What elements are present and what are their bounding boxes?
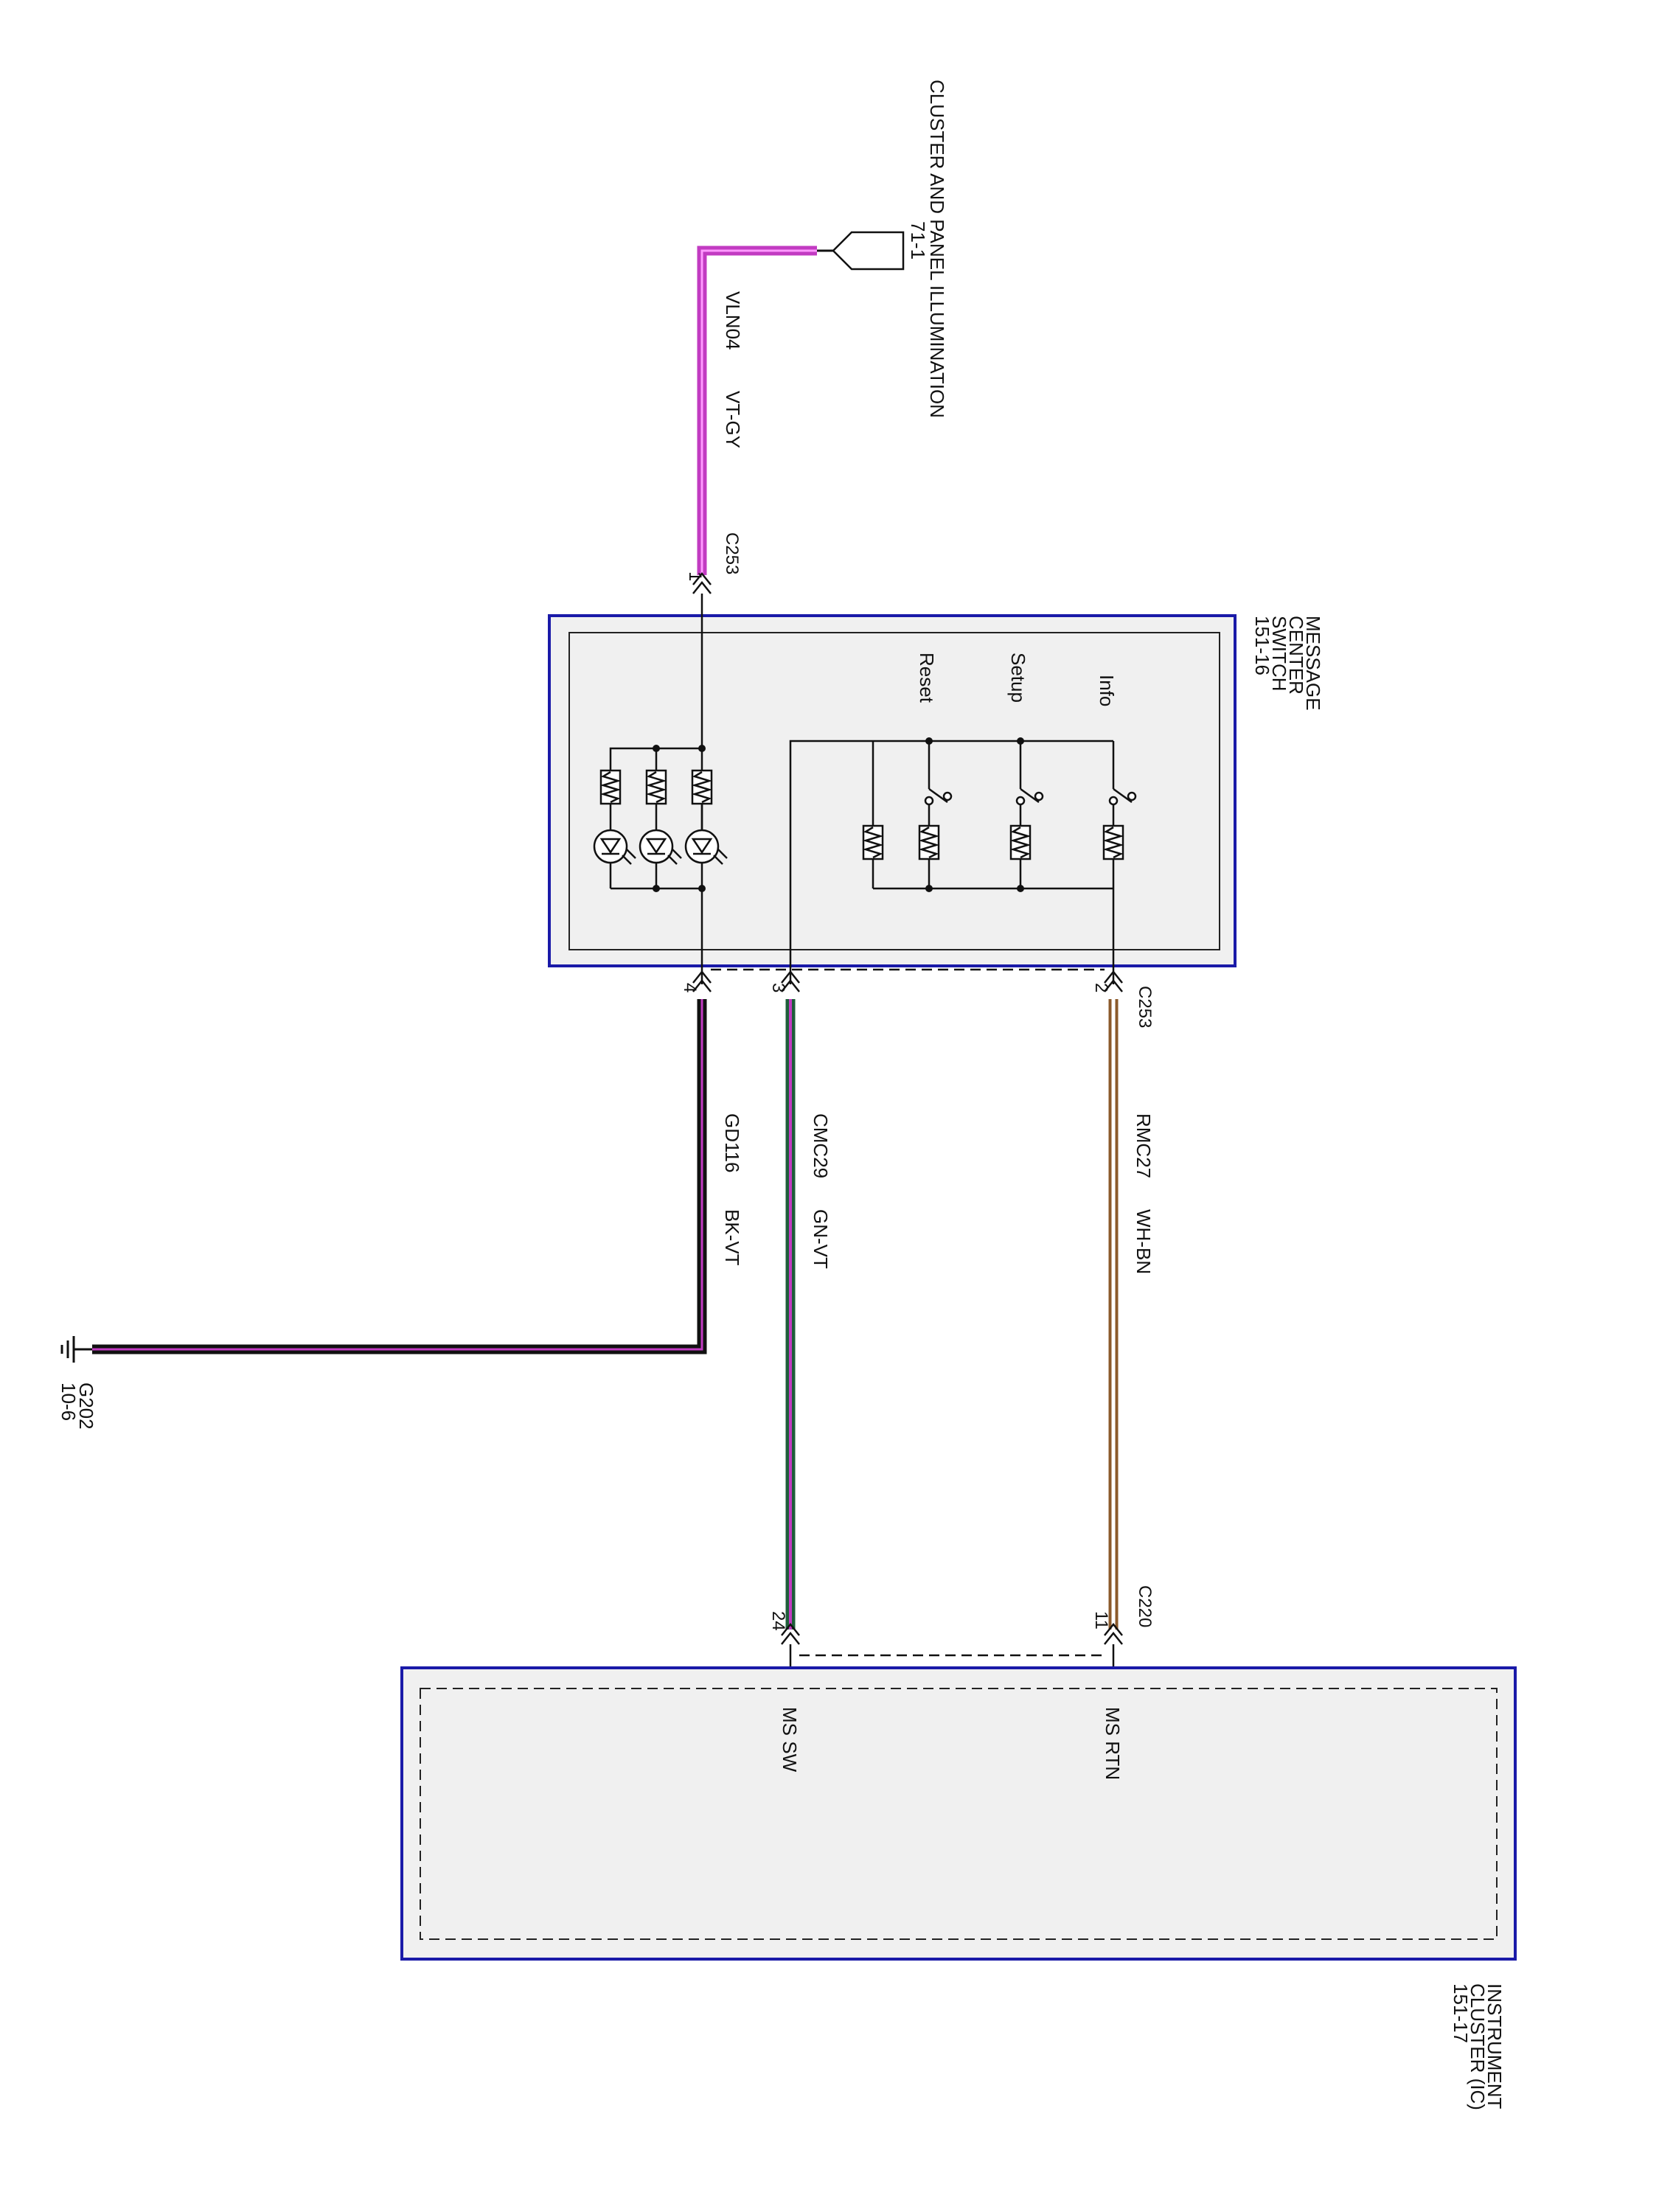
source-name: CLUSTER AND PANEL ILLUMINATION bbox=[926, 80, 948, 418]
wire-gd116-pin: 4 bbox=[680, 983, 700, 992]
ground-ref: 10-6 bbox=[58, 1382, 80, 1421]
ic-pin-24: 24 bbox=[768, 1611, 788, 1631]
source-ref: 71-1 bbox=[907, 221, 929, 260]
switch-name-line-1: MESSAGE bbox=[1302, 616, 1324, 711]
switch-label-info: Info bbox=[1096, 675, 1118, 706]
switch-contacts bbox=[924, 791, 1137, 806]
wire-rmc27-pin: 2 bbox=[1091, 983, 1111, 992]
connector-c253-pin1-symbol bbox=[692, 571, 712, 594]
connector-c253-bottom bbox=[692, 968, 1123, 992]
wire-vln04-color-code: VT-GY bbox=[722, 391, 744, 448]
switch-name-line-2: CENTER bbox=[1285, 616, 1307, 695]
switch-circuit bbox=[789, 740, 1133, 984]
connector-c220-label: C220 bbox=[1135, 1585, 1155, 1627]
wire-vln04-connector: C253 bbox=[722, 532, 742, 574]
wire-vln04-circuit: VLN04 bbox=[722, 291, 744, 350]
connector-c253-label: C253 bbox=[1135, 986, 1155, 1028]
switch-resistors bbox=[862, 824, 1124, 860]
wire-gd116-color-code: BK-VT bbox=[721, 1209, 743, 1266]
wire-vln04-pin: 1 bbox=[685, 571, 705, 581]
ic-pin-11: 11 bbox=[1091, 1611, 1111, 1630]
wire-rmc27-color-code: WH-BN bbox=[1133, 1209, 1155, 1274]
switch-name-line-3: SWITCH bbox=[1268, 616, 1290, 692]
ground-name: G202 bbox=[75, 1382, 97, 1430]
instrument-cluster bbox=[400, 1666, 1517, 1961]
ground-symbol bbox=[60, 1336, 92, 1363]
ic-name-line-1: INSTRUMENT bbox=[1484, 1983, 1506, 2110]
ic-name-line-3: 151-17 bbox=[1450, 1983, 1472, 2043]
switch-name-line-4: 151-16 bbox=[1251, 616, 1273, 675]
wire-cmc29-color-code: GN-VT bbox=[810, 1209, 832, 1269]
source-connector bbox=[832, 231, 905, 271]
illumination-resistors bbox=[599, 769, 713, 805]
wire-rmc27-circuit: RMC27 bbox=[1133, 1113, 1155, 1178]
switch-label-setup: Setup bbox=[1007, 653, 1029, 703]
message-center-switch bbox=[548, 614, 1237, 967]
wire-cmc29-pin: 3 bbox=[768, 983, 788, 992]
source-label: CLUSTER AND PANEL ILLUMINATION bbox=[926, 80, 948, 418]
wire-vln04 bbox=[697, 246, 833, 575]
ic-name-line-2: CLUSTER (IC) bbox=[1467, 1983, 1489, 2110]
junction-dots bbox=[653, 737, 1024, 892]
illumination-leds bbox=[593, 829, 728, 865]
ic-pin-label-ms-sw: MS SW bbox=[779, 1707, 801, 1773]
wire-cmc29-circuit: CMC29 bbox=[810, 1113, 832, 1178]
ic-pin-label-ms-rtn: MS RTN bbox=[1102, 1707, 1124, 1780]
switch-label-reset: Reset bbox=[916, 653, 938, 703]
wire-gd116-circuit: GD116 bbox=[721, 1113, 743, 1172]
wire-gd116 bbox=[92, 999, 707, 1354]
